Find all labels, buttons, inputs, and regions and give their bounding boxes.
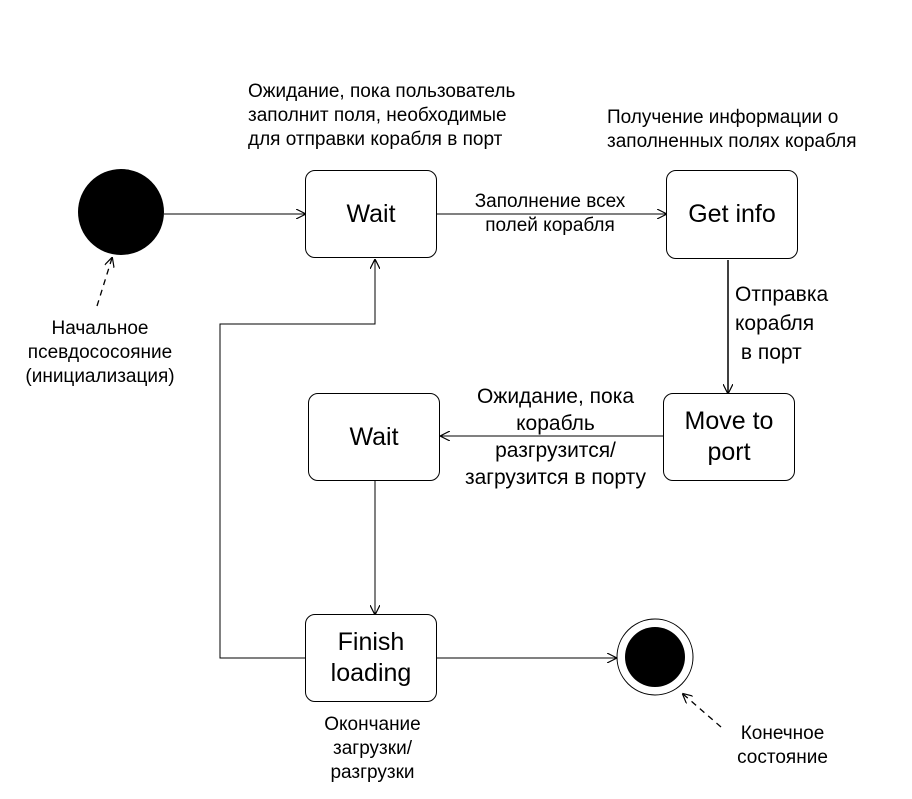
note-get-info: Получение информации о заполненных полях… (607, 107, 857, 152)
transition-label-fill-fields: Заполнение всех полей корабля (474, 191, 626, 236)
state-move-to-port: Move to port (663, 393, 795, 481)
arrow-finish-to-wait-loop (219, 260, 375, 659)
note-finish: Окончание загрузки/ разгрузки (324, 714, 421, 783)
note-final: Конечное состояние (737, 723, 828, 768)
state-move-to-port-label: Move to port (684, 407, 774, 466)
note-link-initial (96, 258, 112, 307)
state-wait-bottom-label: Wait (349, 422, 399, 451)
transition-label-send-to-port: Отправка корабля в порт (735, 283, 829, 364)
note-link-final (683, 694, 722, 728)
note-initial: Начальное псевдососояние (инициализация) (25, 318, 175, 387)
state-get-info: Get info (666, 170, 798, 259)
state-get-info-label: Get info (688, 200, 776, 228)
final-state-dot (625, 627, 685, 687)
transition-label-wait-unload: Ожидание, пока корабль разгрузится/ загр… (465, 385, 646, 489)
state-finish-loading: Finish loading (305, 614, 437, 702)
note-wait: Ожидание, пока пользователь заполнит пол… (248, 81, 516, 150)
initial-pseudostate (78, 169, 164, 255)
state-finish-loading-label: Finish loading (330, 628, 412, 687)
state-wait-bottom: Wait (308, 393, 440, 481)
state-wait-top: Wait (305, 170, 437, 258)
state-wait-top-label: Wait (346, 199, 396, 228)
